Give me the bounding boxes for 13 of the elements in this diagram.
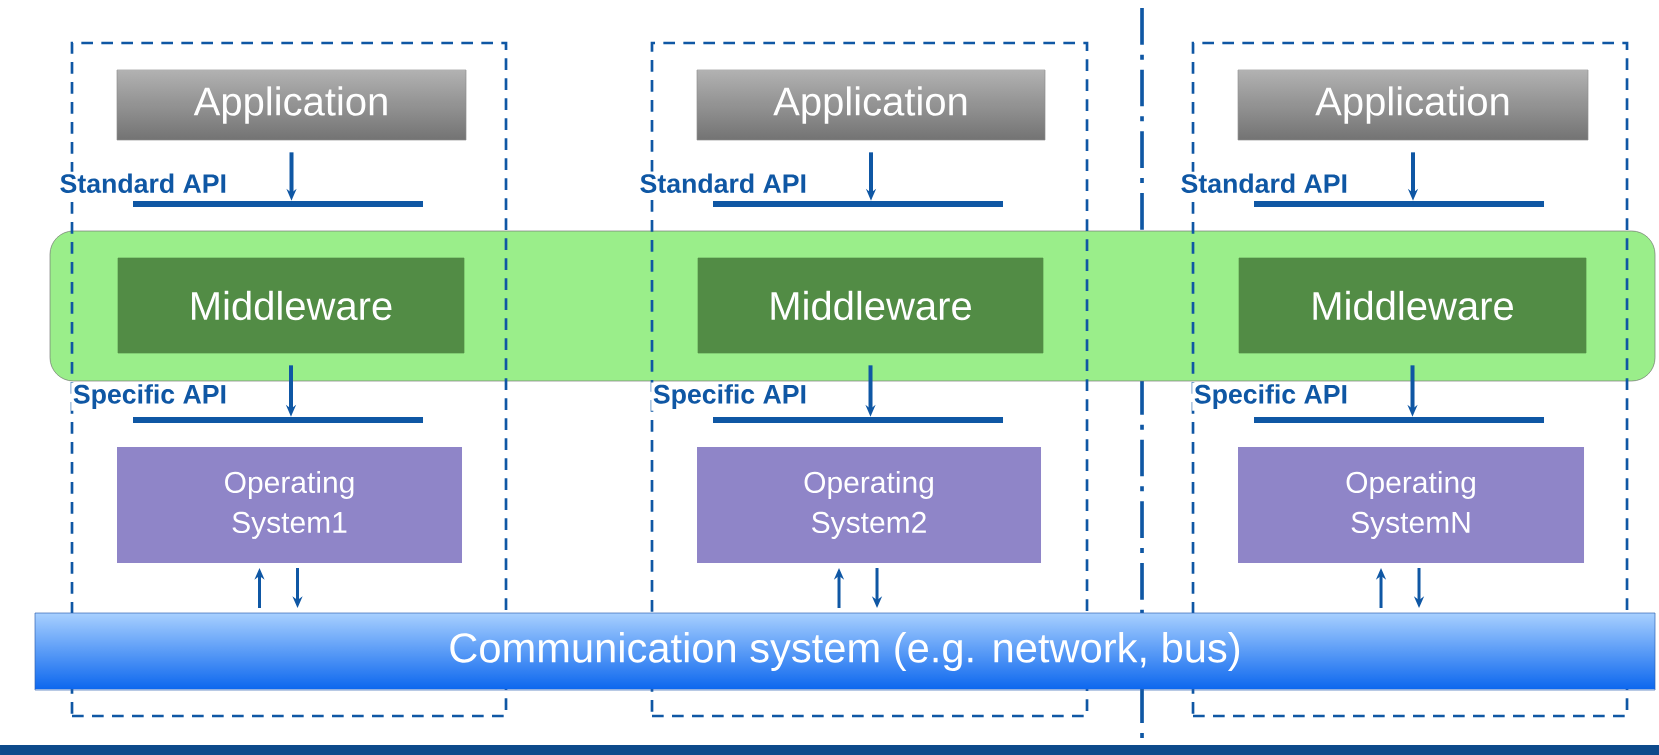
application-box: Application	[696, 69, 1046, 141]
operating-system-box: Operating System1	[117, 447, 462, 563]
api-label: Specific API	[1192, 382, 1350, 411]
api-label: Standard API	[637, 171, 809, 195]
api-label: Standard API	[1178, 171, 1350, 195]
api-label: Standard API	[57, 171, 229, 195]
operating-system-box: Operating SystemN	[1238, 447, 1584, 563]
api-label: Specific API	[71, 382, 229, 411]
operating-system-box: Operating System2	[697, 447, 1041, 563]
communication-bar: Communication system (e.g. network, bus)	[34, 612, 1656, 691]
application-box: Application	[1237, 69, 1589, 141]
api-label: Specific API	[651, 382, 809, 411]
application-box: Application	[116, 69, 467, 141]
